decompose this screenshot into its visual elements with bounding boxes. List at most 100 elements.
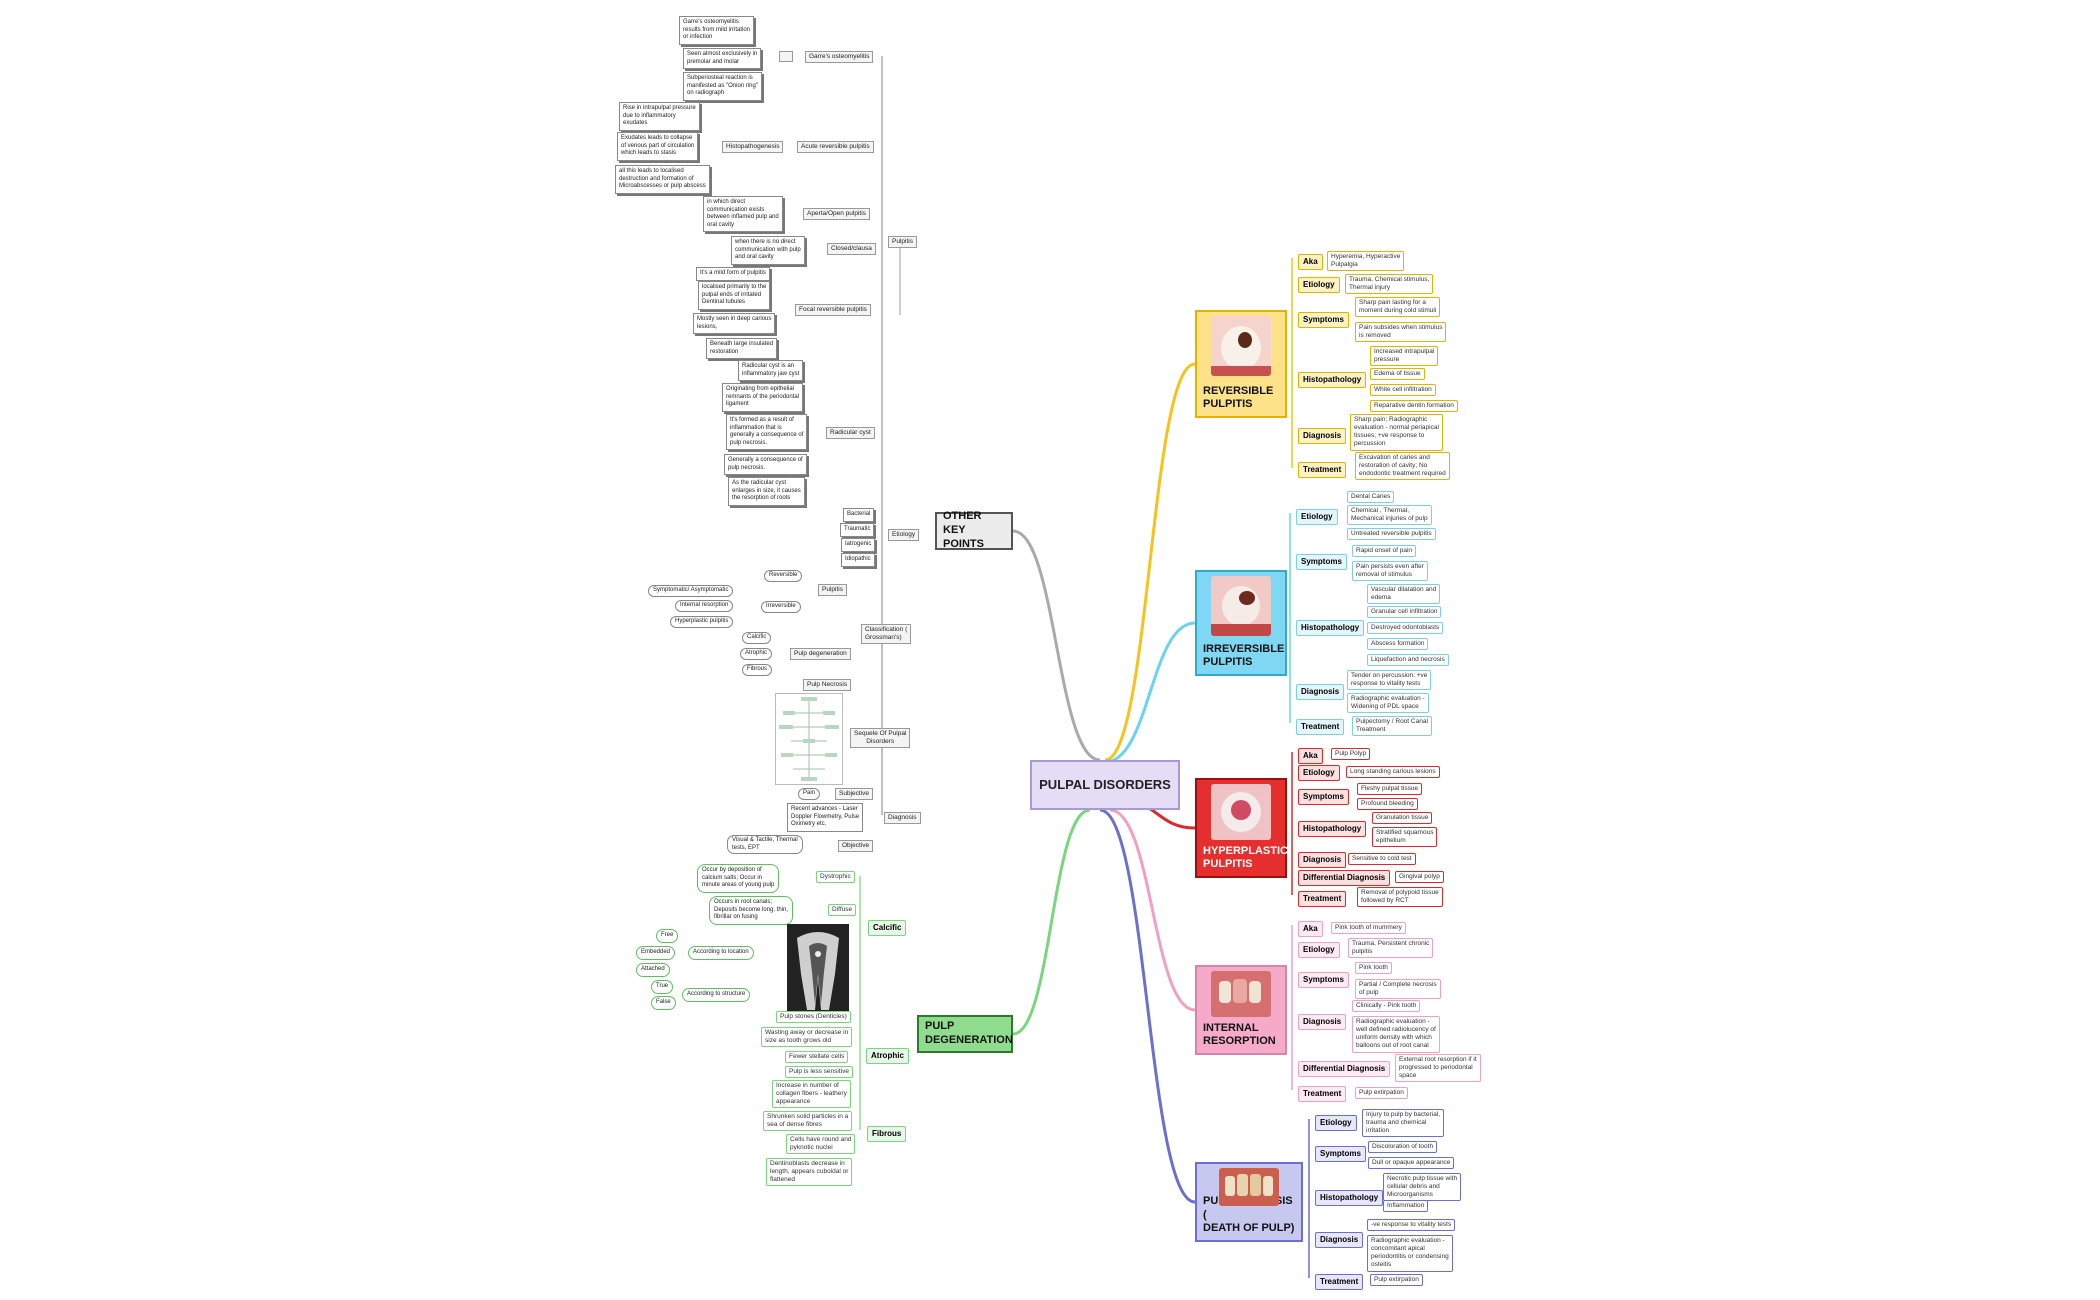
fibrous-label[interactable]: Fibrous bbox=[867, 1126, 907, 1142]
irreversible-etiology-2: Chemical , Thermal, Mechanical injuries … bbox=[1347, 505, 1432, 526]
pulp-degeneration-node[interactable]: PULP DEGENERATION bbox=[917, 1015, 1013, 1053]
irreversible-etiology-label[interactable]: Etiology bbox=[1296, 509, 1338, 525]
irreversible-symptoms-label[interactable]: Symptoms bbox=[1296, 554, 1347, 570]
atrophic-leaf-1: Wasting away or decrease in size as toot… bbox=[761, 1027, 853, 1048]
sequelae-label[interactable]: Sequele Of Pulpal Disorders bbox=[850, 728, 911, 749]
other-etiology-label[interactable]: Etiology bbox=[888, 529, 920, 542]
reversible-diagnosis-label[interactable]: Diagnosis bbox=[1298, 428, 1347, 444]
reversible-histo-4: Reparative dentin formation bbox=[1370, 400, 1458, 413]
histopathogenesis-label[interactable]: Histopathogenesis bbox=[722, 141, 784, 154]
irreversible-diagnosis-1: Tender on percussion; +ve response to vi… bbox=[1347, 670, 1432, 691]
irreversible-histo-label[interactable]: Histopathology bbox=[1296, 620, 1365, 636]
irreversible-etiology-3: Untreated reversible pulpitis bbox=[1347, 528, 1436, 541]
necrosis-etiology-label[interactable]: Etiology bbox=[1315, 1115, 1357, 1131]
reversible-symptoms-label[interactable]: Symptoms bbox=[1298, 312, 1349, 328]
internal-diffdx-label[interactable]: Differential Diagnosis bbox=[1298, 1061, 1391, 1077]
hyperplastic-treatment-label[interactable]: Treatment bbox=[1298, 891, 1347, 907]
radicular-leaf-3: It's formed as a result of inflammation … bbox=[726, 414, 808, 450]
hyperplastic-histo-2: Stratified squamous epithelium bbox=[1372, 827, 1438, 848]
necrosis-diagnosis-label[interactable]: Diagnosis bbox=[1315, 1232, 1364, 1248]
tooth-deep-caries-photo-icon bbox=[1211, 576, 1271, 636]
internal-treatment: Pulp extirpation bbox=[1355, 1087, 1408, 1100]
branch-necrosis bbox=[1099, 808, 1196, 1204]
other-key-points-node[interactable]: OTHER KEY POINTS bbox=[935, 510, 1013, 550]
class-necrosis-label[interactable]: Pulp Necrosis bbox=[803, 679, 852, 692]
etiology-idiopathic: Idiopathic bbox=[841, 553, 875, 567]
reversible-histo-label[interactable]: Histopathology bbox=[1298, 372, 1367, 388]
structure-label[interactable]: According to structure bbox=[682, 988, 751, 1002]
necrosis-diagnosis-2: Radiographic evaluation - concomitant ap… bbox=[1367, 1235, 1453, 1272]
focal-leaf-4: Beneath large insulated restoration bbox=[706, 338, 778, 359]
atrophic-label[interactable]: Atrophic bbox=[866, 1048, 909, 1064]
sequelae-flowchart-image-icon bbox=[775, 693, 843, 785]
location-embedded: Embedded bbox=[636, 946, 676, 960]
acute-reversible-label[interactable]: Acute reversible pulpitis bbox=[797, 141, 874, 154]
pulpitis-category[interactable]: Pulpitis bbox=[888, 236, 917, 249]
subjective-label[interactable]: Subjective bbox=[835, 788, 873, 801]
acute-leaf-3: all this leads to localised destruction … bbox=[615, 165, 710, 194]
dystrophic-label[interactable]: Dystrophic bbox=[816, 871, 855, 884]
etiology-iatrogenic: Iatrogenic bbox=[841, 538, 876, 552]
hyperplastic-symptoms-label[interactable]: Symptoms bbox=[1298, 789, 1349, 805]
reversible-pulpitis-node[interactable]: REVERSIBLE PULPITIS bbox=[1195, 310, 1287, 418]
branch-reversible bbox=[1104, 362, 1196, 762]
class-pulpitis-label[interactable]: Pulpitis bbox=[818, 584, 847, 597]
pulp-necrosis-node[interactable]: PULP NECROSIS ( DEATH OF PULP) bbox=[1195, 1162, 1303, 1242]
hyperplastic-aka-label[interactable]: Aka bbox=[1298, 748, 1323, 764]
objective-label[interactable]: Objective bbox=[838, 840, 874, 853]
hyperplastic-diffdx-label[interactable]: Differential Diagnosis bbox=[1298, 870, 1391, 886]
root-node[interactable]: PULPAL DISORDERS bbox=[1030, 760, 1180, 810]
focal-reversible-label[interactable]: Focal reversible pulpitis bbox=[795, 304, 871, 317]
dystrophic-leaf: Occur by deposition of calcium salts; Oc… bbox=[697, 864, 780, 893]
clausa-label[interactable]: Closed/clausa bbox=[827, 243, 876, 256]
irreversible-histo-2: Granular cell infiltration bbox=[1367, 606, 1442, 619]
location-free: Free bbox=[656, 929, 679, 943]
irreversible-histo-4: Abscess formation bbox=[1367, 638, 1429, 651]
pulp-stones-label[interactable]: Pulp stones (Denticles) bbox=[776, 1011, 851, 1024]
internal-diagnosis-2: Radiographic evaluation - well defined r… bbox=[1352, 1016, 1440, 1053]
location-label[interactable]: According to location bbox=[688, 946, 754, 960]
irreversible-histo-3: Destroyed odontoblasts bbox=[1367, 622, 1444, 635]
garre-leaf-2: Seen almost exclusively in premolar and … bbox=[683, 48, 762, 69]
classification-label[interactable]: Classification ( Grossman's) bbox=[861, 624, 912, 645]
reversible-symptom-2: Pain subsides when stimulus is removed bbox=[1355, 322, 1447, 343]
necrosis-histo-label[interactable]: Histopathology bbox=[1315, 1190, 1384, 1206]
hyperplastic-histo-label[interactable]: Histopathology bbox=[1298, 821, 1367, 837]
internal-etiology-label[interactable]: Etiology bbox=[1298, 942, 1340, 958]
necrosis-symptom-2: Dull or opaque appearance bbox=[1368, 1157, 1455, 1170]
radicular-leaf-4: Generally a consequence of pulp necrosis… bbox=[724, 454, 807, 475]
reversible-treatment: Excavation of caries and restoration of … bbox=[1355, 452, 1450, 481]
reversible-histo-1: Increased intrapulpal pressure bbox=[1370, 346, 1439, 367]
internal-symptom-2: Partial / Complete necrosis of pulp bbox=[1355, 979, 1441, 1000]
hyperplastic-etiology-label[interactable]: Etiology bbox=[1298, 765, 1340, 781]
irreversible-treatment-label[interactable]: Treatment bbox=[1296, 719, 1345, 735]
reversible-histo-2: Edema of tissue bbox=[1370, 368, 1425, 381]
branch-irreversible bbox=[1104, 621, 1196, 764]
garre-label[interactable]: Garre's osteomyelitis bbox=[805, 51, 874, 64]
other-diagnosis-label[interactable]: Diagnosis bbox=[884, 812, 921, 825]
internal-aka-label[interactable]: Aka bbox=[1298, 921, 1323, 937]
irreversible-diagnosis-label[interactable]: Diagnosis bbox=[1296, 684, 1345, 700]
reversible-title: REVERSIBLE PULPITIS bbox=[1203, 384, 1274, 411]
irreversible-treatment: Pulpectomy / Root Canal Treatment bbox=[1352, 716, 1432, 737]
hyperplastic-diagnosis-label[interactable]: Diagnosis bbox=[1298, 852, 1347, 868]
reversible-etiology-label[interactable]: Etiology bbox=[1298, 277, 1340, 293]
class-degeneration-label[interactable]: Pulp degeneration bbox=[790, 648, 851, 661]
calcific-label[interactable]: Calcific bbox=[868, 920, 907, 936]
reversible-aka-label[interactable]: Aka bbox=[1298, 254, 1323, 270]
branch-degeneration bbox=[1012, 808, 1091, 1036]
internal-resorption-node[interactable]: INTERNAL RESORPTION bbox=[1195, 965, 1287, 1055]
internal-diagnosis-label[interactable]: Diagnosis bbox=[1298, 1014, 1347, 1030]
necrosis-treatment-label[interactable]: Treatment bbox=[1315, 1274, 1364, 1290]
internal-symptoms-label[interactable]: Symptoms bbox=[1298, 972, 1349, 988]
class-fibrous: Fibrous bbox=[742, 664, 773, 676]
irreversible-pulpitis-node[interactable]: IRREVERSIBLE PULPITIS bbox=[1195, 570, 1287, 676]
radicular-cyst-label[interactable]: Radicular cyst bbox=[826, 427, 875, 440]
internal-treatment-label[interactable]: Treatment bbox=[1298, 1086, 1347, 1102]
necrosis-symptoms-label[interactable]: Symptoms bbox=[1315, 1146, 1366, 1162]
class-irrev-leaf-2: Internal resorption bbox=[675, 600, 734, 612]
diffuse-label[interactable]: Diffuse bbox=[828, 904, 857, 917]
aperta-label[interactable]: Aperta/Open pulpitis bbox=[803, 208, 870, 221]
hyperplastic-pulpitis-node[interactable]: HYPERPLASTIC PULPITIS bbox=[1195, 778, 1288, 878]
reversible-treatment-label[interactable]: Treatment bbox=[1298, 462, 1347, 478]
